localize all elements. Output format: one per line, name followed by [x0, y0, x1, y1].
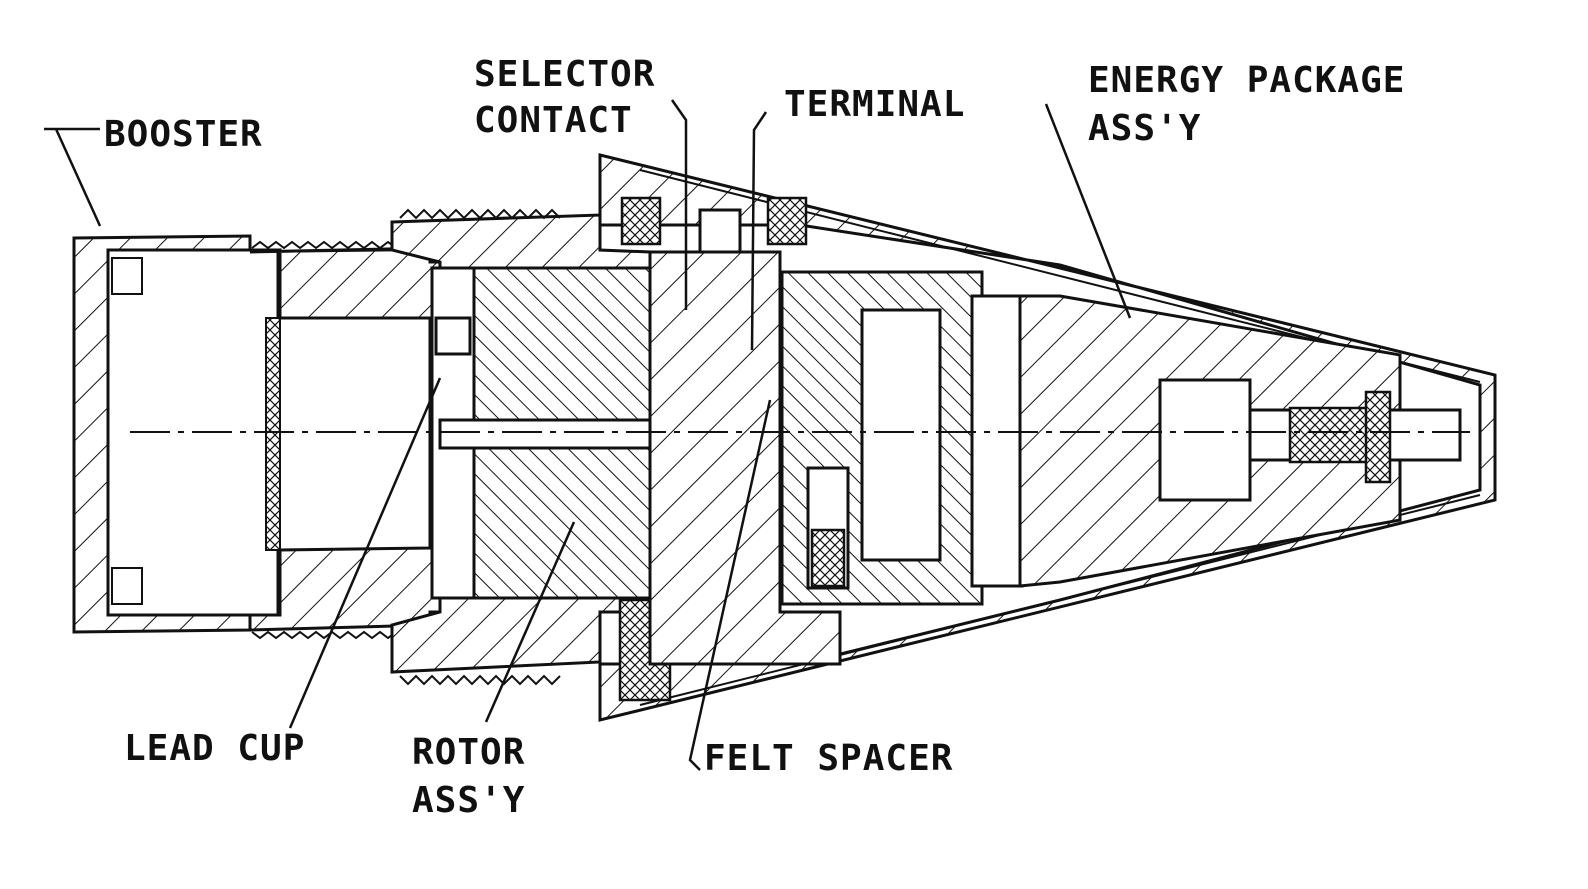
- rotor-assy-label-line1: ROTOR: [412, 732, 525, 773]
- energy-package-part: [780, 270, 1462, 606]
- booster-part: [72, 234, 281, 634]
- selector-contact-label-line2: CONTACT: [474, 100, 633, 141]
- energy-package-label-line1: ENERGY PACKAGE: [1088, 60, 1405, 101]
- rotor-assy-label-line2: ASS'Y: [412, 780, 525, 821]
- felt-spacer-label: FELT SPACER: [704, 738, 953, 779]
- lead-cup-label: LEAD CUP: [124, 728, 305, 769]
- rotor-assy-leader: [484, 521, 576, 723]
- mid-body-part: [648, 250, 842, 666]
- terminal-label: TERMINAL: [784, 84, 965, 125]
- selector-contact-leader: [670, 99, 688, 310]
- booster-label: BOOSTER: [104, 114, 263, 155]
- felt-spacer-leader: [688, 399, 772, 771]
- energy-package-label-line2: ASS'Y: [1088, 108, 1201, 149]
- booster-leader: [44, 127, 102, 227]
- energy-package-leader: [1044, 103, 1132, 319]
- lead-cup-leader: [288, 377, 442, 729]
- terminal-leader: [750, 111, 768, 351]
- selector-contact-label-line1: SELECTOR: [474, 54, 655, 95]
